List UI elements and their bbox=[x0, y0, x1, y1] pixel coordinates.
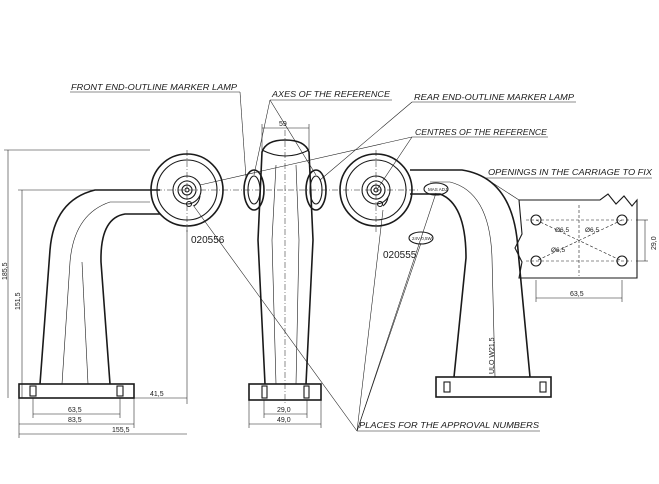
dim-fix-height: 29,0 bbox=[651, 236, 658, 250]
dim-base-outer: 83,5 bbox=[68, 417, 82, 424]
dim-hole-2: Ø6,5 bbox=[585, 227, 599, 234]
fixing-detail bbox=[514, 193, 648, 302]
axes-callout: AXES OF THE REFERENCE bbox=[271, 89, 390, 99]
dim-center-base-outer: 49,0 bbox=[277, 417, 291, 424]
openings-callout: OPENINGS IN THE CARRIAGE TO FIX bbox=[488, 167, 652, 177]
centerlines bbox=[145, 130, 420, 405]
dim-offset: 41,5 bbox=[150, 391, 164, 398]
centres-callout: CENTRES OF THE REFERENCE bbox=[415, 127, 547, 137]
rear-lamp-callout: REAR END-OUTLINE MARKER LAMP bbox=[414, 92, 574, 102]
dimension-lines bbox=[4, 124, 322, 438]
rear-part-number: 020555 bbox=[383, 250, 417, 261]
approval-callout: PLACES FOR THE APPROVAL NUMBERS bbox=[359, 420, 539, 430]
dim-hole-1: Ø6,5 bbox=[555, 227, 569, 234]
front-lamp-callout: FRONT END-OUTLINE MARKER LAMP bbox=[71, 82, 237, 92]
dim-hole-3: Ø6,5 bbox=[551, 247, 565, 254]
front-part-number: 020556 bbox=[191, 235, 225, 246]
dim-total-width: 155,5 bbox=[112, 427, 130, 434]
badge-bottom bbox=[408, 231, 434, 245]
badge-bottom-label: 24V 0,5W bbox=[412, 236, 433, 241]
uv-marking: ULO W21,5 bbox=[489, 337, 496, 374]
badge-top bbox=[423, 182, 449, 196]
dim-arm-height: 151,5 bbox=[15, 292, 22, 310]
badge-top-label: MAS ADJ bbox=[428, 187, 447, 192]
dim-base-inner: 63,5 bbox=[68, 407, 82, 414]
leader-lines bbox=[70, 91, 652, 432]
dim-fix-width: 63,5 bbox=[570, 291, 584, 298]
dim-total-height: 185,5 bbox=[2, 262, 9, 280]
dim-center-width: 59 bbox=[279, 121, 287, 128]
front-lamp-body bbox=[18, 153, 224, 399]
dim-center-base-inner: 29,0 bbox=[277, 407, 291, 414]
